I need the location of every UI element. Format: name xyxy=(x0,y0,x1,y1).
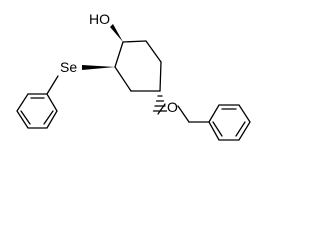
hydroxyl-label: HO xyxy=(89,11,110,27)
ring-bond-c6-c1 xyxy=(122,40,147,43)
stereo-bonds xyxy=(152,95,168,112)
benzyloxymethyl-group xyxy=(157,103,251,141)
ring-c1-wedge-to-oh xyxy=(110,24,123,42)
chemical-structure: HO Se O xyxy=(16,11,251,141)
ring-bond-c5-c6 xyxy=(145,40,162,63)
ring-bond-c1-c2 xyxy=(114,41,124,68)
ring-bond-c4-c5 xyxy=(159,61,162,92)
ring-bond-c2-c3 xyxy=(114,66,132,92)
cyclohexane-ring xyxy=(82,24,162,92)
selenium-label: Se xyxy=(60,59,77,75)
ether-oxygen-label: O xyxy=(167,99,178,115)
se-phenyl-group xyxy=(16,75,59,129)
ring-c2-wedge-to-se xyxy=(82,65,115,70)
